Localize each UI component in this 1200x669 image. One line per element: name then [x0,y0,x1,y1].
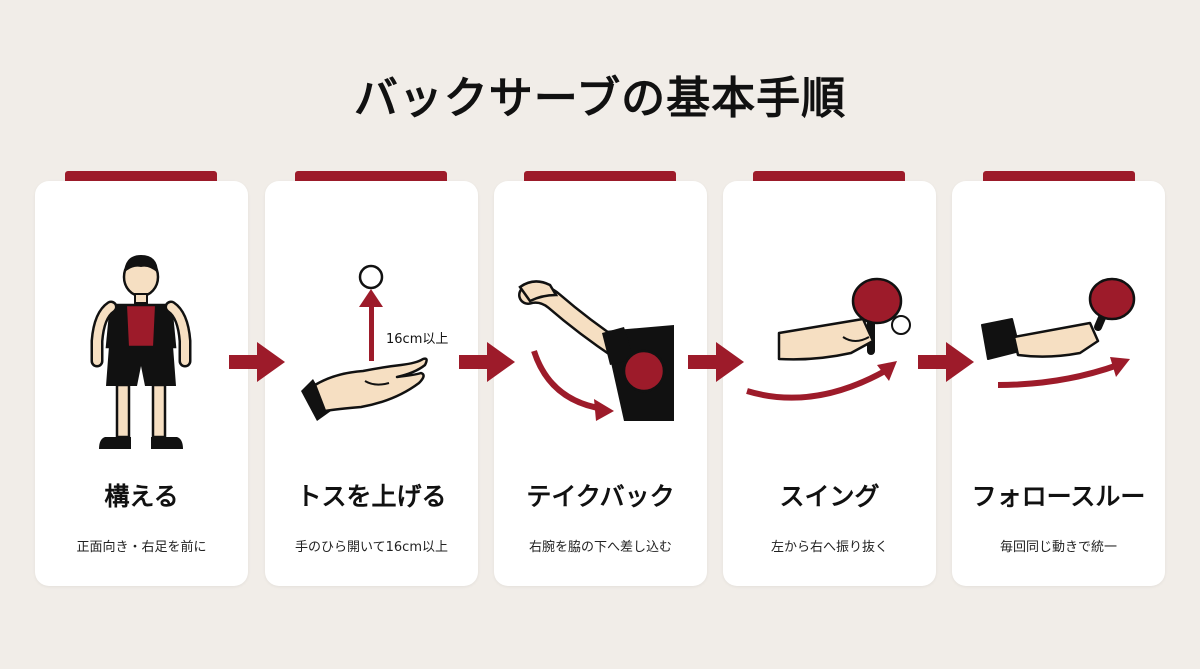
step-3-title: テイクバック [526,482,675,511]
step-1-description: 正面向き・右足を前に [76,540,207,555]
step-2-card: 16cm以上 トスを上げる 手のひら開いて16cm以上 [265,181,478,586]
standing-player-icon [90,255,192,449]
toss-hand-icon [301,264,428,421]
step-4-title: スイング [779,482,880,511]
step-4-description: 左から右へ振り抜く [770,540,888,555]
swing-arm-icon [746,277,911,401]
step-3-to-4-arrow-icon [688,342,744,382]
page-title: バックサーブの基本手順 [353,73,847,124]
step-3-description: 右腕を脇の下へ差し込む [528,540,672,555]
step-3-card: テイクバック 右腕を脇の下へ差し込む [494,181,707,586]
toss-height-label: 16cm以上 [386,332,449,347]
step-5-description: 毎回同じ動きで統一 [999,540,1117,555]
step-1-title: 構える [104,482,179,511]
step-2-title: トスを上げる [296,482,447,511]
step-1-to-2-arrow-icon [229,342,285,382]
step-4-card: スイング 左から右へ振り抜く [723,181,936,586]
step-5-card: フォロースルー 毎回同じ動きで統一 [952,181,1165,586]
step-2-to-3-arrow-icon [459,342,515,382]
takeback-arm-icon [518,280,674,421]
step-1-card: 構える 正面向き・右足を前に [35,181,248,586]
follow-through-arm-icon [981,277,1136,388]
step-4-to-5-arrow-icon [918,342,974,382]
step-5-title: フォロースルー [971,482,1146,511]
step-2-description: 手のひら開いて16cm以上 [295,540,448,555]
